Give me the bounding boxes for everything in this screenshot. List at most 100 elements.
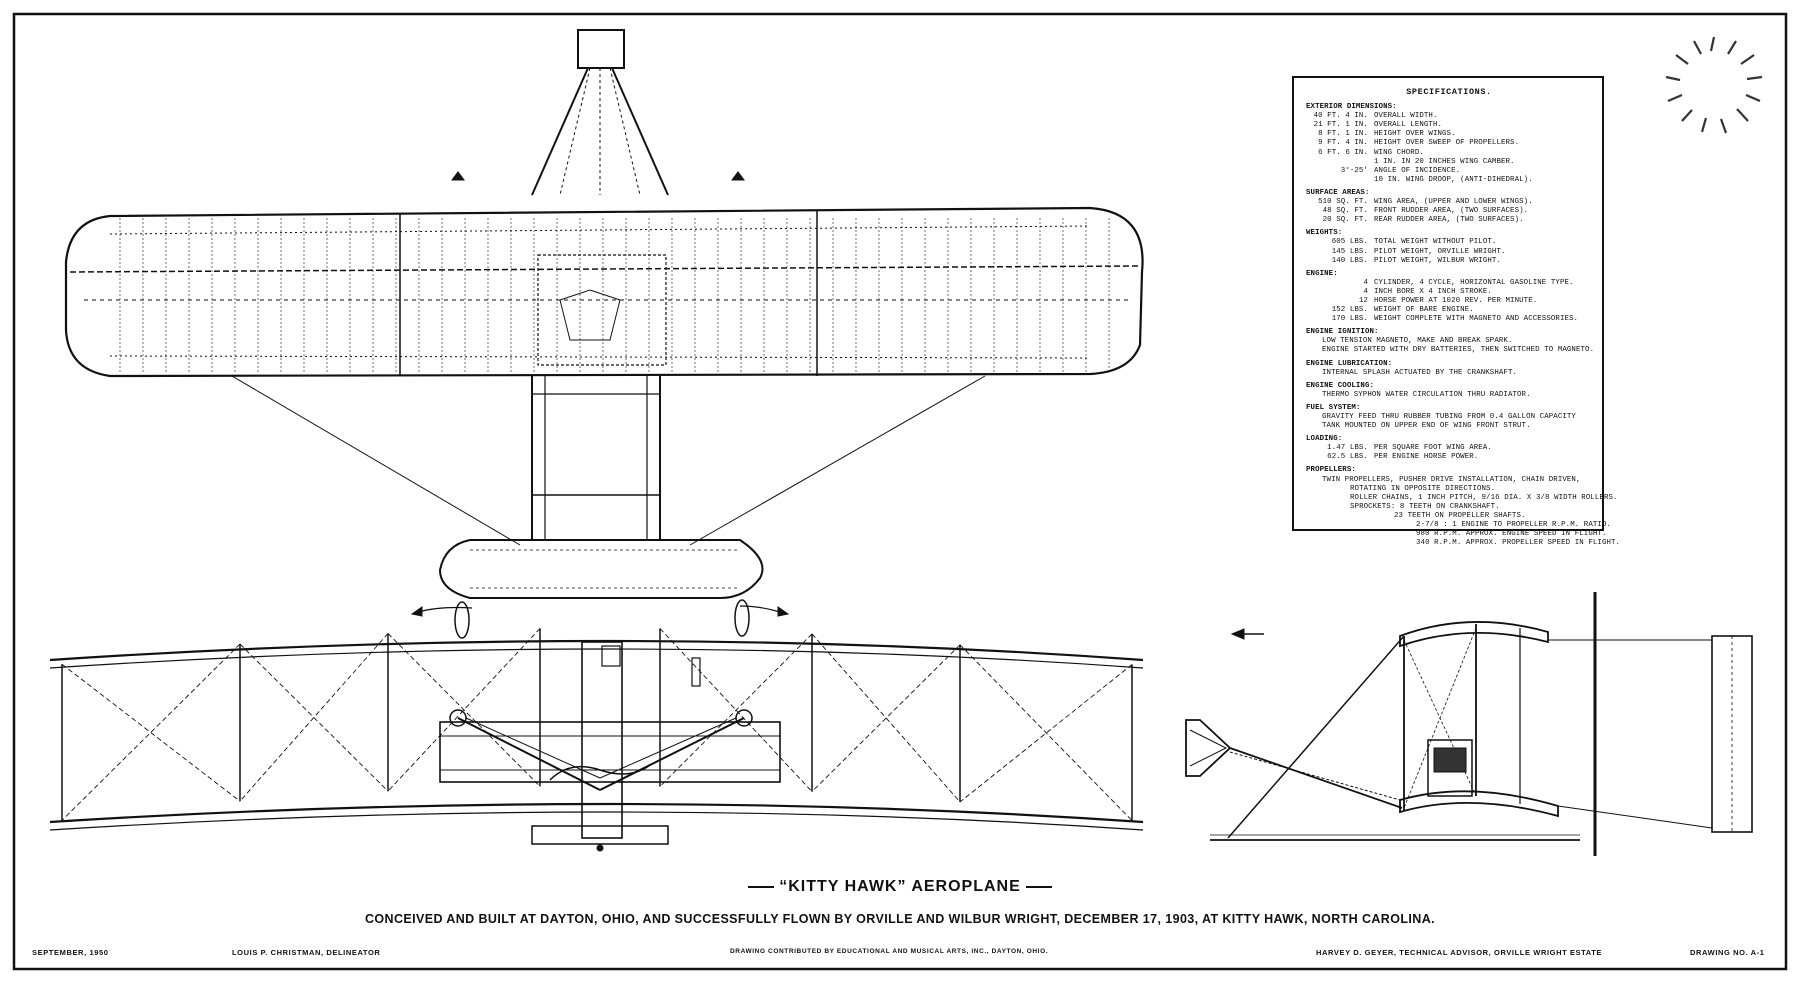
spec-label: REAR RUDDER AREA, (TWO SURFACES). — [1374, 216, 1524, 225]
spec-text: INTERNAL SPLASH ACTUATED BY THE CRANKSHA… — [1322, 368, 1518, 377]
delineator-credit: LOUIS P. CHRISTMAN, DELINEATOR — [232, 948, 381, 957]
spec-label: HEIGHT OVER WINGS. — [1374, 130, 1456, 139]
spec-value: 40 FT. 4 IN. — [1313, 112, 1368, 121]
drawing-subtitle: CONCEIVED AND BUILT AT DAYTON, OHIO, AND… — [364, 912, 1435, 926]
spec-label: 10 IN. WING DROOP, (ANTI-DIHEDRAL). — [1374, 175, 1533, 184]
cross-brace — [387, 628, 541, 792]
spec-heading: ENGINE: — [1306, 269, 1338, 278]
spec-value: 8 FT. 1 IN. — [1318, 130, 1368, 139]
plan-wing-ribs — [119, 218, 1110, 374]
spec-text: LOW TENSION MAGNETO, MAKE AND BREAK SPAR… — [1322, 337, 1513, 346]
spec-lubrication: ENGINE LUBRICATION: INTERNAL SPLASH ACTU… — [1306, 360, 1592, 378]
spec-text: 23 TEETH ON PROPELLER SHAFTS. — [1394, 511, 1526, 520]
cross-brace — [659, 633, 813, 787]
spec-label: OVERALL LENGTH. — [1374, 121, 1443, 130]
side-view — [1185, 592, 1753, 856]
sheet-border — [12, 12, 1788, 971]
front-upper-wing — [49, 639, 1144, 662]
front-view — [49, 599, 1144, 852]
contributor-credit: DRAWING CONTRIBUTED BY EDUCATIONAL AND M… — [730, 948, 1049, 955]
spec-label: FRONT RUDDER AREA, (TWO SURFACES). — [1374, 207, 1529, 216]
spec-value — [1306, 158, 1374, 167]
plan-rear-rudder — [438, 539, 764, 599]
spec-heading: FUEL SYSTEM: — [1306, 403, 1361, 412]
spec-heading: ENGINE COOLING: — [1306, 381, 1375, 390]
front-lower-wing — [49, 802, 1144, 824]
cross-brace — [239, 633, 389, 802]
spec-value: 152 LBS. — [1331, 306, 1368, 315]
spec-heading: ENGINE IGNITION: — [1306, 328, 1379, 337]
drawing-date: SEPTEMBER, 1950 — [32, 948, 109, 957]
drawing-title-text: “KITTY HAWK” AEROPLANE — [779, 878, 1021, 895]
spec-label: ANGLE OF INCIDENCE. — [1374, 166, 1461, 175]
cross-brace — [659, 628, 813, 792]
plan-view — [64, 29, 1144, 599]
side-lower-wing — [1399, 790, 1559, 818]
spec-text: GRAVITY FEED THRU RUBBER TUBING FROM 0.4… — [1322, 413, 1576, 421]
spec-heading: SURFACE AREAS: — [1306, 188, 1370, 197]
spec-text: 980 R.P.M. APPROX. ENGINE SPEED IN FLIGH… — [1416, 530, 1607, 539]
spec-value: 1.47 LBS. — [1327, 444, 1368, 453]
spec-label: HORSE POWER AT 1020 REV. PER MINUTE. — [1374, 296, 1538, 305]
spec-heading: ENGINE LUBRICATION: — [1306, 359, 1393, 368]
spec-value: 4 — [1363, 287, 1368, 296]
spec-surface: SURFACE AREAS: 510 SQ. FT.WING AREA, (UP… — [1306, 189, 1592, 225]
spec-label: WEIGHT COMPLETE WITH MAGNETO AND ACCESSO… — [1374, 315, 1579, 324]
spec-exterior: EXTERIOR DIMENSIONS: 40 FT. 4 IN. OVERALL… — [1306, 103, 1592, 185]
spec-value: 62.5 LBS. — [1327, 453, 1368, 462]
spec-value: 48 SQ. FT. — [1322, 207, 1368, 216]
spec-label: CYLINDER, 4 CYCLE, HORIZONTAL GASOLINE T… — [1374, 278, 1574, 287]
spec-text: ROLLER CHAINS, 1 INCH PITCH, 9/16 DIA. X… — [1350, 493, 1618, 502]
spec-value: 140 LBS. — [1331, 256, 1368, 265]
spec-heading: LOADING: — [1306, 435, 1343, 444]
spec-label: HEIGHT OVER SWEEP OF PROPELLERS. — [1374, 139, 1520, 148]
side-upper-wing — [1399, 621, 1549, 648]
spec-fuel: FUEL SYSTEM: GRAVITY FEED THRU RUBBER TU… — [1306, 404, 1592, 431]
spec-heading: EXTERIOR DIMENSIONS: — [1306, 103, 1397, 112]
spec-value: 12 — [1358, 296, 1368, 305]
specifications-box: SPECIFICATIONS. EXTERIOR DIMENSIONS: 40 … — [1292, 76, 1620, 547]
spec-label: OVERALL WIDTH. — [1374, 112, 1438, 121]
spec-label: INCH BORE X 4 INCH STROKE. — [1374, 287, 1492, 296]
spec-text: ROTATING IN OPPOSITE DIRECTIONS. — [1350, 484, 1496, 493]
spec-text: ENGINE STARTED WITH DRY BATTERIES, THEN … — [1322, 346, 1595, 355]
side-front-elevator — [1185, 719, 1232, 777]
title-rule — [748, 885, 775, 888]
drawing-number: DRAWING NO. A-1 — [1690, 948, 1765, 957]
spec-heading: WEIGHTS: — [1306, 229, 1343, 238]
cross-brace — [959, 664, 1133, 803]
title-rule — [1025, 885, 1052, 888]
spec-engine: ENGINE: 4 CYLINDER, 4 CYCLE, HORIZONTAL G… — [1306, 270, 1592, 325]
sun-logo — [1665, 36, 1763, 134]
plan-wing-outline — [64, 206, 1144, 378]
cross-brace — [61, 663, 241, 802]
spec-label: WEIGHT OF BARE ENGINE. — [1374, 306, 1474, 315]
cross-brace — [61, 643, 241, 821]
advisor-credit: HARVEY D. GEYER, TECHNICAL ADVISOR, ORVI… — [1316, 948, 1603, 957]
spec-text: TANK MOUNTED ON UPPER END OF WING FRONT … — [1322, 422, 1531, 431]
spec-ignition: ENGINE IGNITION: LOW TENSION MAGNETO, MA… — [1306, 328, 1595, 355]
spec-text: 340 R.P.M. APPROX. PROPELLER SPEED IN FL… — [1416, 539, 1621, 548]
spec-weights: WEIGHTS: 605 LBS.TOTAL WEIGHT WITHOUT PI… — [1306, 229, 1592, 265]
spec-value: 510 SQ. FT. — [1318, 198, 1368, 207]
spec-text: THERMO SYPHON WATER CIRCULATION THRU RAD… — [1322, 390, 1531, 399]
spec-value: 145 LBS. — [1331, 247, 1368, 256]
spec-loading: LOADING: 1.47 LBS.PER SQUARE FOOT WING A… — [1306, 435, 1592, 462]
spec-value: 170 LBS. — [1331, 315, 1368, 324]
spec-text: 2-7/8 : 1 ENGINE TO PROPELLER R.P.M. RAT… — [1416, 521, 1612, 530]
plan-front-elevator — [577, 29, 625, 69]
spec-label: WING CHORD. — [1374, 148, 1424, 157]
spec-label: PILOT WEIGHT, WILBUR WRIGHT. — [1374, 256, 1501, 265]
spec-text: SPROCKETS: 8 TEETH ON CRANKSHAFT. — [1350, 502, 1500, 511]
spec-value: 21 FT. 1 IN. — [1313, 121, 1368, 130]
spec-heading: PROPELLERS: — [1306, 466, 1356, 475]
spec-label: PER ENGINE HORSE POWER. — [1374, 453, 1479, 462]
spec-propellers: PROPELLERS: TWIN PROPELLERS, PUSHER DRIV… — [1306, 466, 1621, 548]
spec-value: 6 FT. 6 IN. — [1318, 148, 1368, 157]
spec-value: 3°-25' — [1340, 166, 1368, 175]
cross-brace — [959, 644, 1133, 821]
spec-value — [1306, 176, 1374, 185]
cross-brace — [811, 644, 961, 792]
specifications-title: SPECIFICATIONS. — [1406, 87, 1492, 97]
